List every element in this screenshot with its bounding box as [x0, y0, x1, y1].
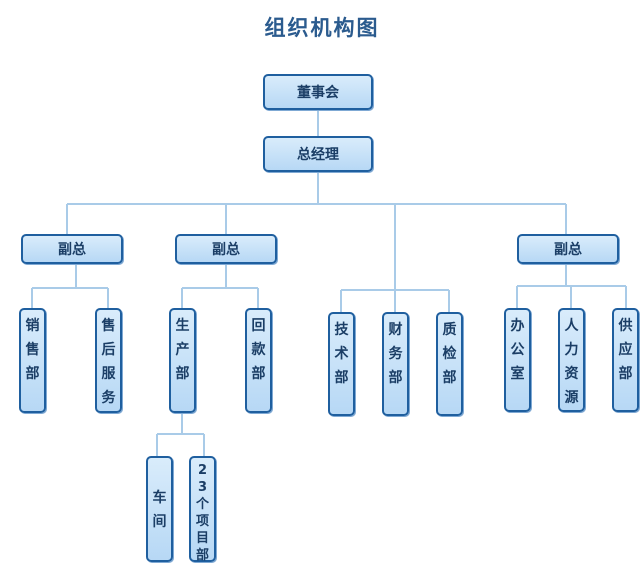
node-production: 生产部 [169, 308, 196, 413]
node-general-manager: 总经理 [263, 136, 373, 172]
node-collection: 回款部 [245, 308, 272, 413]
node-board: 董事会 [263, 74, 373, 110]
node-vice-president-3: 副总 [517, 234, 619, 264]
node-project-departments: 23个项目部 [189, 456, 216, 563]
node-office: 办公室 [504, 308, 531, 412]
node-vice-president-1: 副总 [21, 234, 123, 264]
node-after-sales: 售后服务 [95, 308, 122, 413]
node-supply: 供应部 [612, 308, 639, 412]
page-title: 组织机构图 [264, 16, 380, 40]
node-sales: 销售部 [19, 308, 46, 413]
node-human-resources: 人力资源 [558, 308, 585, 412]
node-vice-president-2: 副总 [175, 234, 277, 264]
node-finance: 财务部 [382, 312, 409, 416]
node-workshop: 车间 [146, 456, 173, 562]
node-quality-control: 质检部 [436, 312, 463, 416]
node-tech: 技术部 [328, 312, 355, 416]
